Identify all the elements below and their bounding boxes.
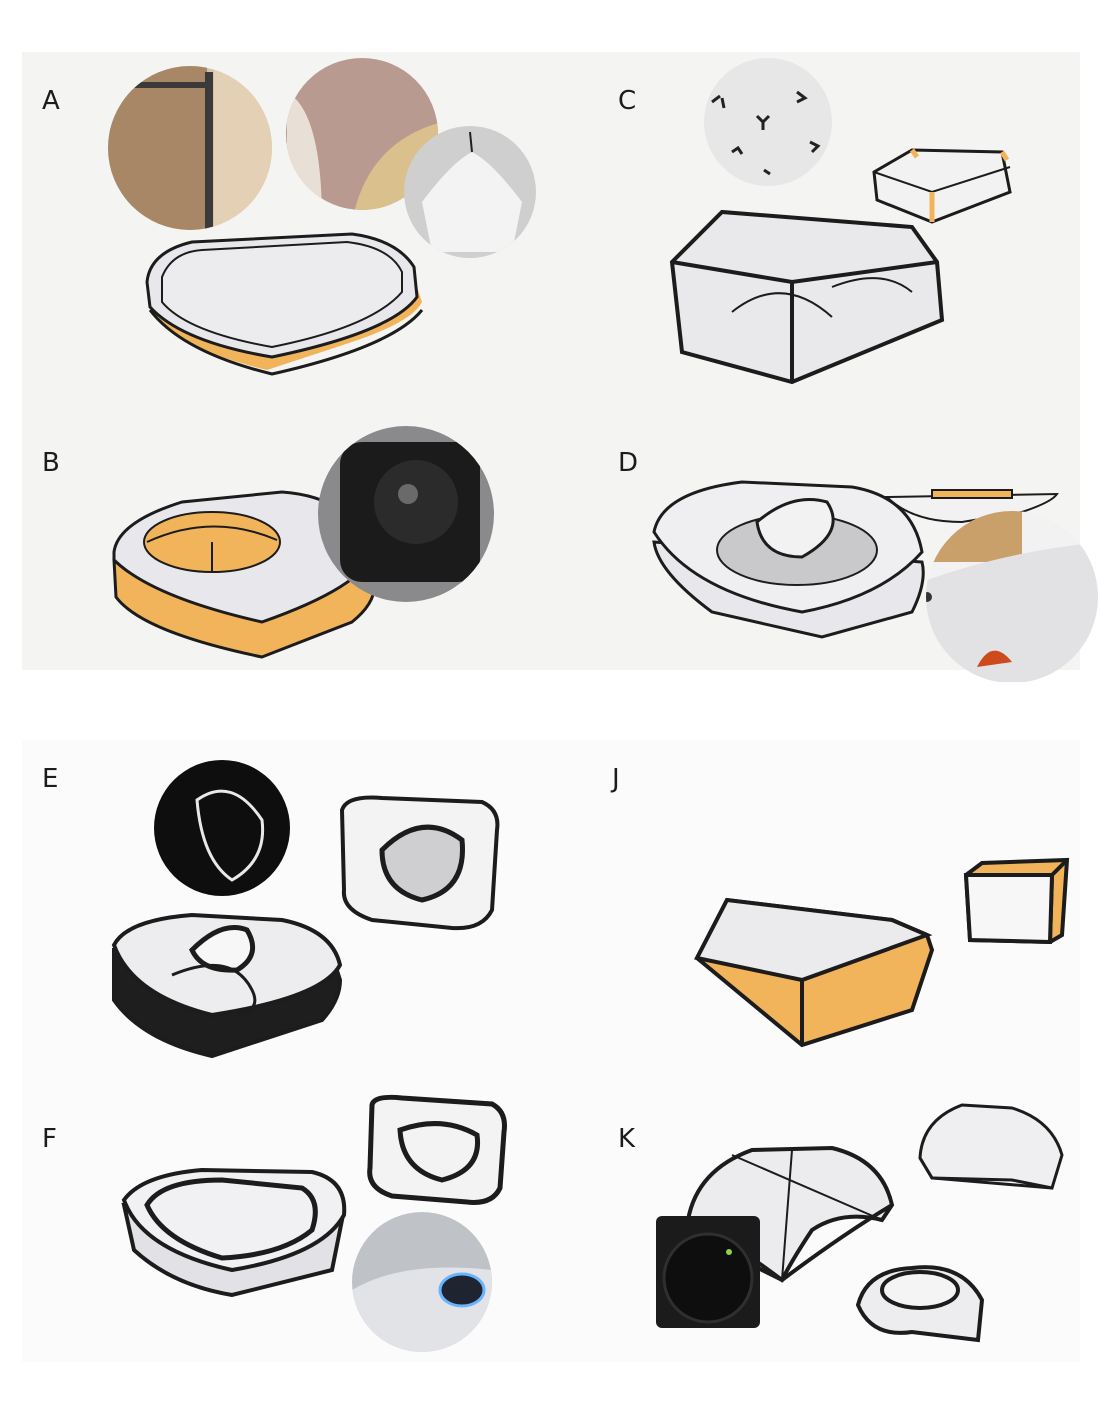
panel-label-a: A — [42, 86, 60, 116]
tray-sketch-b — [112, 490, 376, 659]
panel-k: K — [582, 1070, 1080, 1362]
small-cube-sketch — [872, 148, 1012, 224]
tray-sketch-f — [121, 1167, 347, 1298]
panel-d: D — [582, 382, 1098, 682]
panel-c-sketch — [669, 58, 1012, 385]
panel-f-sketch — [121, 1094, 507, 1352]
panel-a: A — [22, 52, 582, 382]
panel-j: J — [582, 740, 1080, 1070]
black-knob-photo — [318, 426, 494, 602]
panel-a-sketch — [108, 58, 536, 376]
small-cube-sketch-j — [963, 857, 1070, 945]
open-box-sketch-j — [694, 897, 935, 1048]
cushion-sketch-k-small — [918, 1103, 1064, 1190]
tray-sketch-a — [145, 232, 424, 376]
panel-e: E — [22, 740, 582, 1070]
panel-label-j: J — [612, 764, 620, 794]
tray-sketch-e — [111, 912, 343, 1059]
panel-k-sketch — [656, 1103, 1064, 1343]
molded-part-photo — [404, 126, 536, 258]
textured-sphere-photo — [704, 58, 832, 186]
puck-sketch-k — [855, 1265, 985, 1343]
glossy-device-photo — [352, 1212, 492, 1352]
ring-sketch-f — [367, 1094, 507, 1205]
square-tray-sketch-c — [669, 209, 945, 385]
panel-label-e: E — [42, 764, 59, 794]
black-glossy-shape-photo — [154, 760, 290, 896]
panel-c: C — [582, 52, 1080, 385]
panel-d-sketch — [652, 480, 1098, 682]
panel-label-f: F — [42, 1124, 57, 1154]
panel-label-d: D — [618, 448, 639, 478]
bowl-side-sketch — [884, 489, 1059, 524]
rounded-square-sketch-e — [339, 795, 500, 931]
panel-f: F — [22, 1070, 582, 1362]
wood-material-photo — [108, 66, 272, 230]
black-dial-photo — [656, 1216, 760, 1328]
panel-label-k: K — [618, 1124, 636, 1154]
panel-label-b: B — [42, 448, 60, 478]
detail-photo-d — [926, 511, 1098, 682]
panel-b: B — [22, 382, 582, 670]
panel-e-sketch — [111, 760, 500, 1059]
tray-sketch-d — [652, 480, 925, 639]
panel-label-c: C — [618, 86, 637, 116]
panel-b-sketch — [112, 426, 494, 659]
panel-j-sketch — [694, 857, 1070, 1048]
